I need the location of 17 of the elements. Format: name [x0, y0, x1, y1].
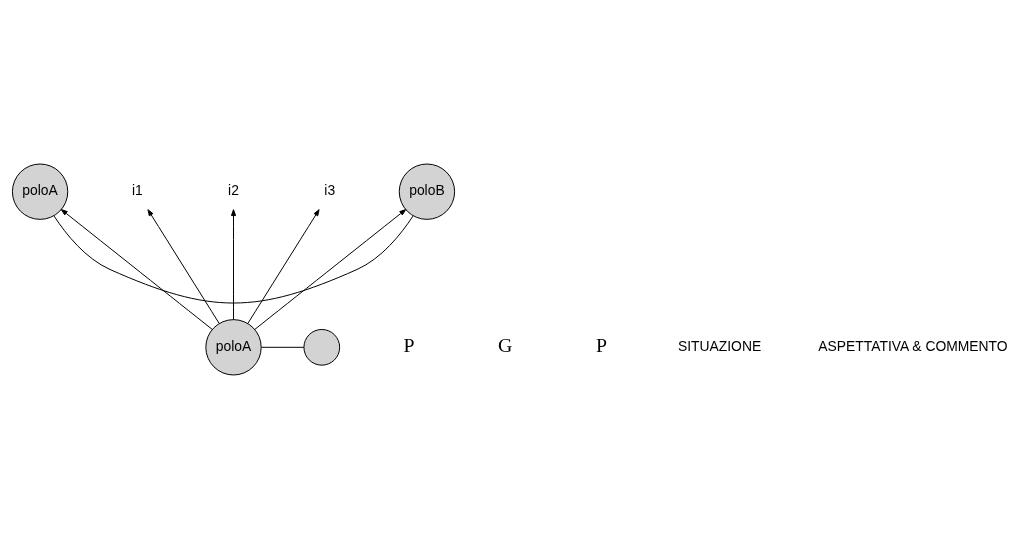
node-text: i3: [324, 182, 336, 199]
arrow: [230, 209, 237, 321]
connector: [260, 346, 305, 348]
node-text: i1: [131, 182, 143, 199]
label: P: [595, 334, 608, 357]
label: ASPETTATIVA & COMMENTO: [818, 337, 1008, 354]
arrow: [147, 209, 220, 324]
arrow: [254, 209, 407, 330]
node-circle: poloA: [205, 319, 262, 376]
connector: [53, 215, 414, 304]
label: SITUAZIONE: [677, 337, 762, 354]
node-circle: [303, 328, 341, 366]
label: G: [498, 334, 513, 357]
arrow: [247, 209, 320, 324]
arrow: [60, 209, 213, 330]
node-text: i2: [228, 182, 239, 199]
label: P: [403, 334, 415, 357]
